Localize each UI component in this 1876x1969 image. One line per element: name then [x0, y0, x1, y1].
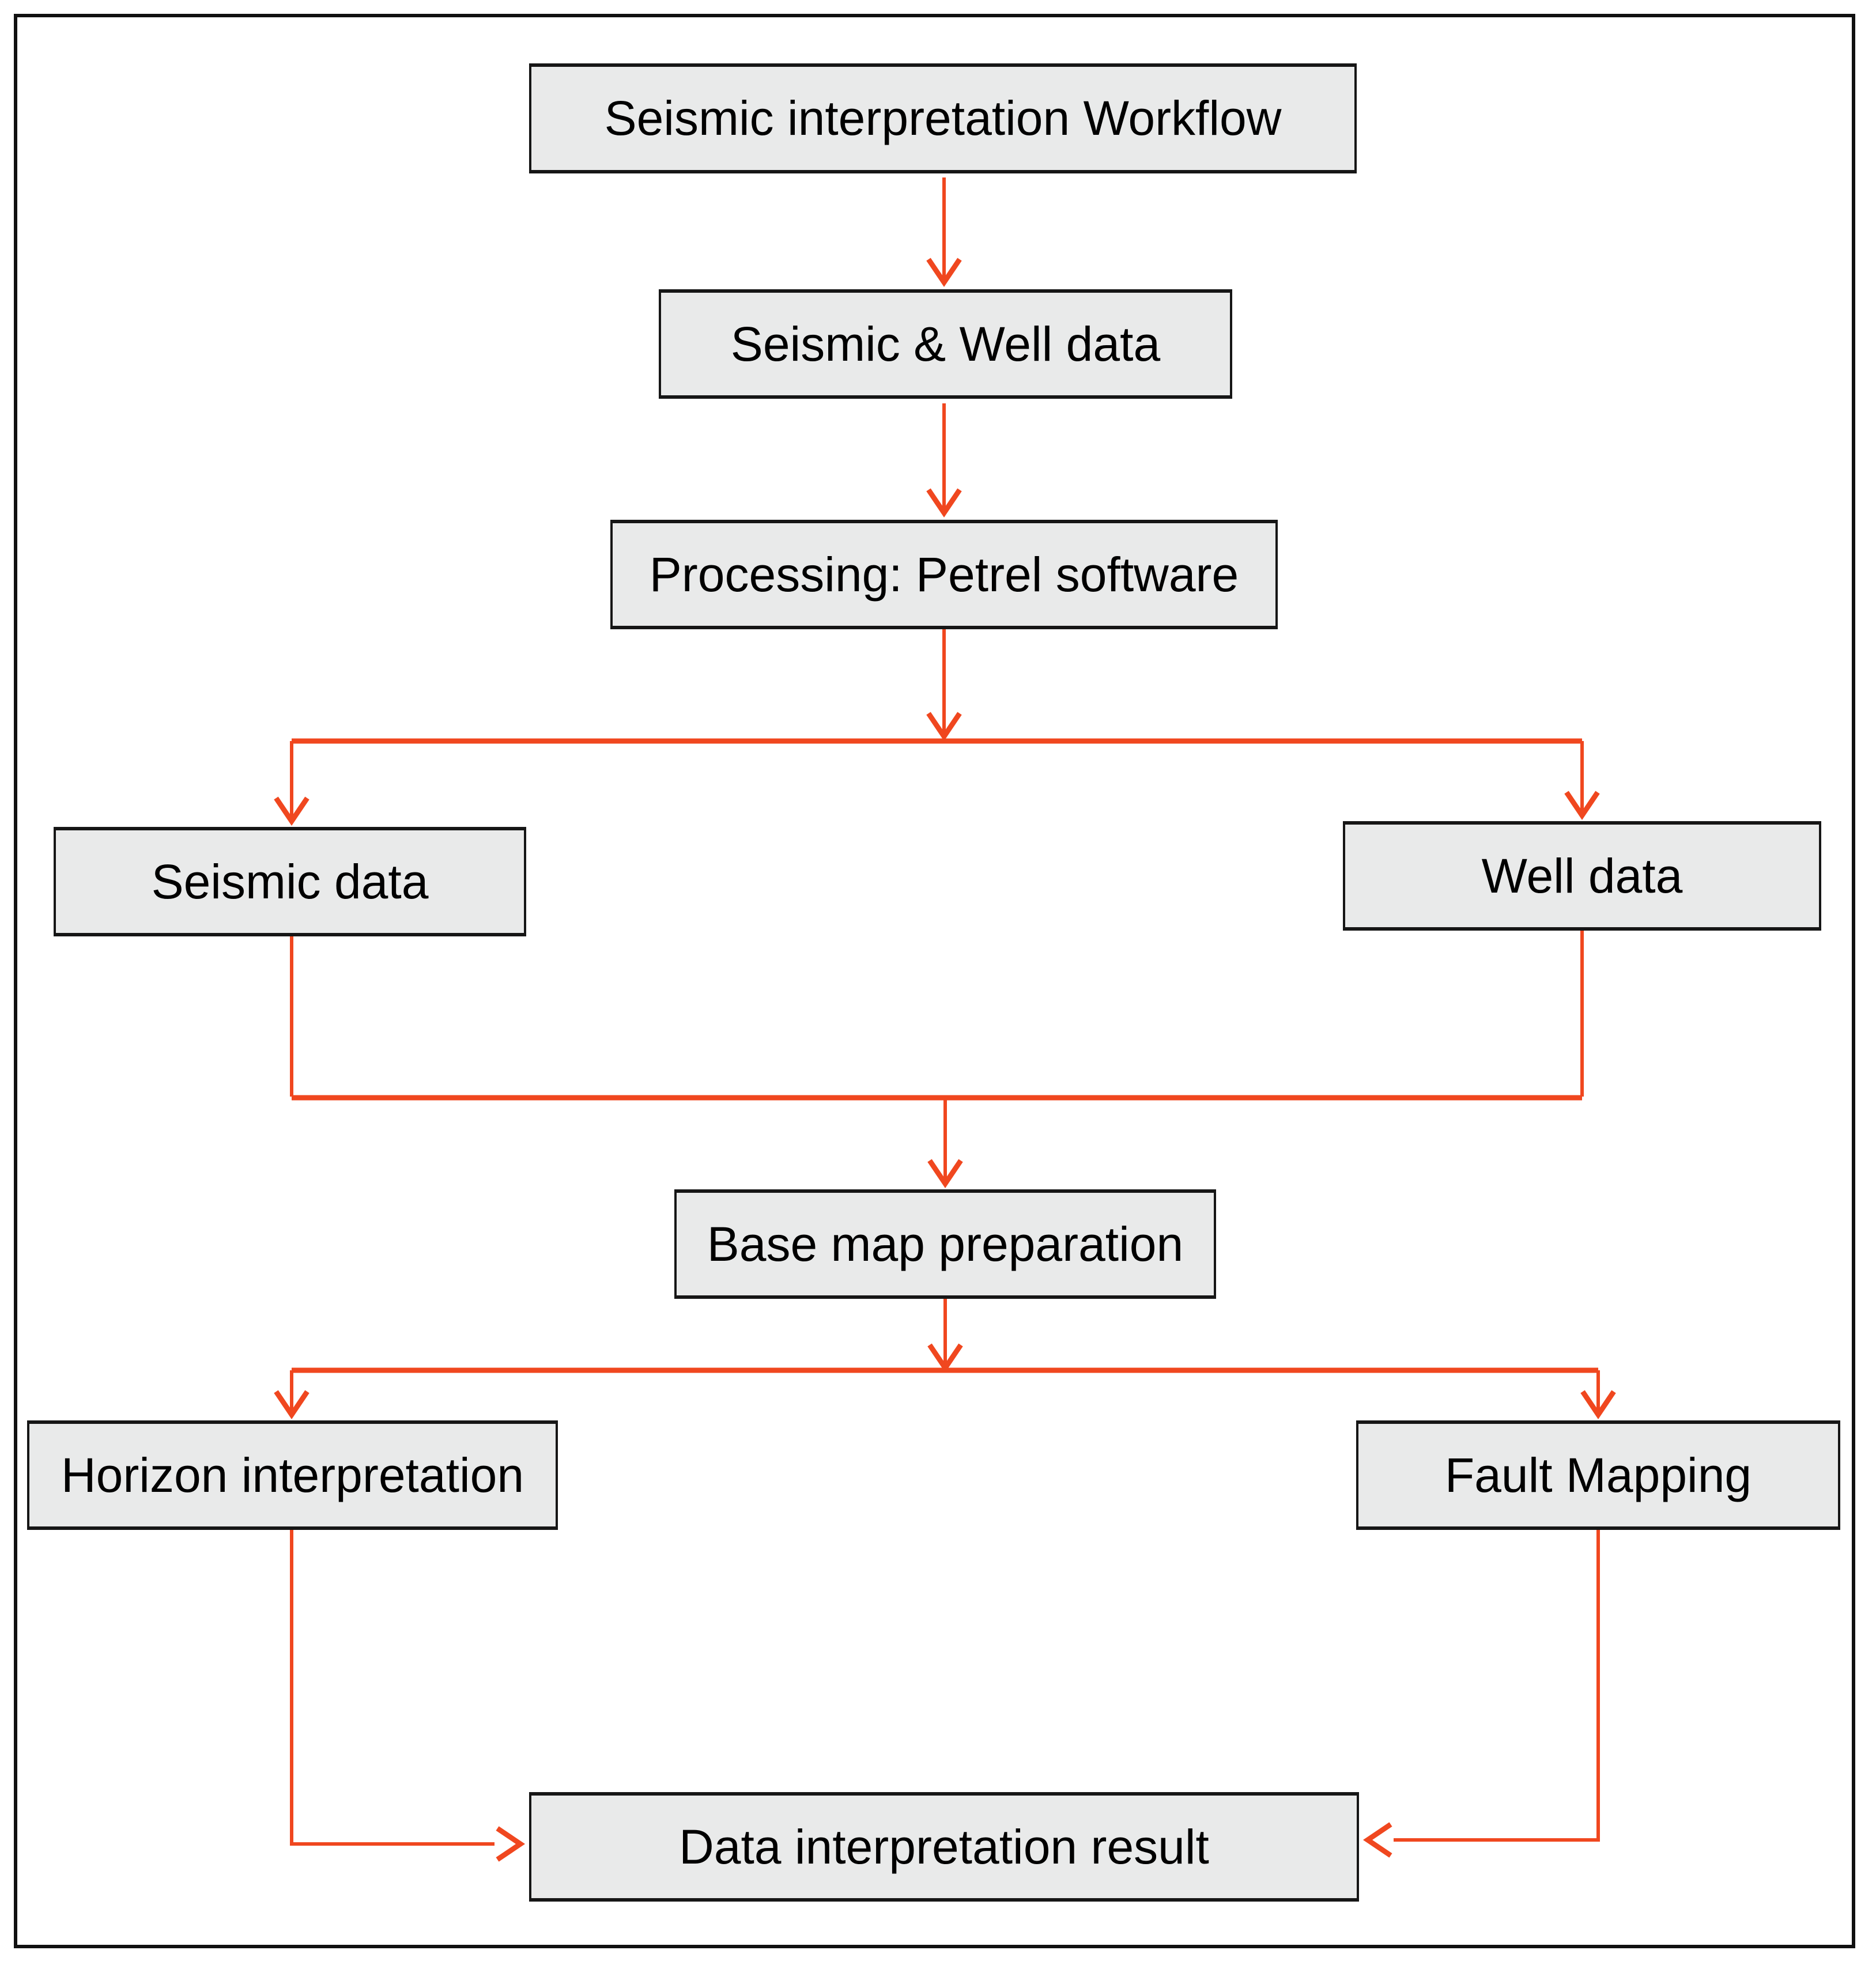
node-seismic-interpretation-workflow: Seismic interpretation Workflow: [529, 63, 1357, 173]
outer-border-frame: [14, 14, 1855, 1948]
node-processing-petrel-software: Processing: Petrel software: [610, 520, 1278, 629]
node-horizon-interpretation: Horizon interpretation: [27, 1420, 558, 1530]
node-seismic-data: Seismic data: [54, 827, 526, 936]
node-well-data: Well data: [1343, 821, 1821, 931]
node-seismic-and-well-data: Seismic & Well data: [659, 289, 1232, 399]
node-base-map-preparation: Base map preparation: [674, 1189, 1216, 1299]
node-data-interpretation-result: Data interpretation result: [529, 1792, 1359, 1902]
node-fault-mapping: Fault Mapping: [1356, 1420, 1840, 1530]
